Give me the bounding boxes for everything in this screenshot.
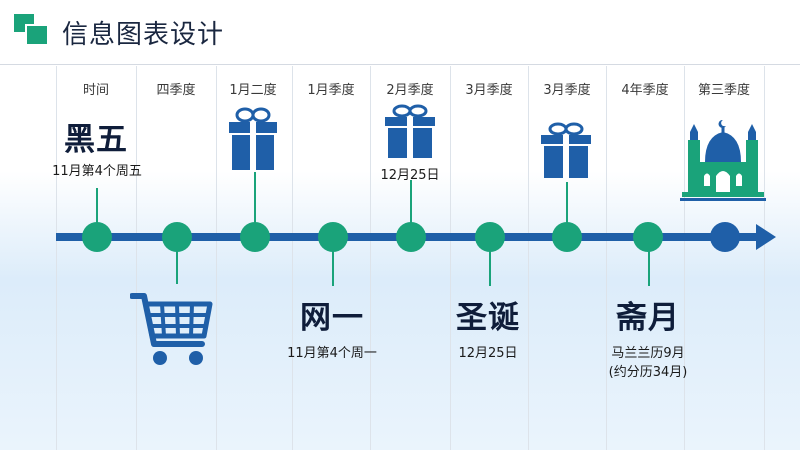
connector-stem xyxy=(176,250,178,284)
event-title-ramadan: 斋月 xyxy=(616,300,680,336)
timeline-end-node xyxy=(710,222,740,252)
connector-stem xyxy=(489,250,491,286)
column-header: 3月季度 xyxy=(465,83,513,98)
connector-stem xyxy=(566,182,568,224)
column-divider xyxy=(606,66,607,450)
timeline-arrowhead xyxy=(756,224,776,250)
column-header: 4年季度 xyxy=(621,83,669,98)
connector-stem xyxy=(410,180,412,224)
column-header: 3月季度 xyxy=(543,83,591,98)
gift-icon xyxy=(541,122,591,178)
column-divider xyxy=(684,66,685,450)
column-divider xyxy=(56,66,57,450)
column-header: 2月季度 xyxy=(386,83,434,98)
column-header: 第三季度 xyxy=(697,83,750,98)
column-divider xyxy=(136,66,137,450)
event-date-ramadan-line1: 马兰兰历9月 xyxy=(611,346,685,361)
timeline-node xyxy=(396,222,426,252)
column-divider xyxy=(450,66,451,450)
timeline-node xyxy=(240,222,270,252)
page-title: 信息图表设计 xyxy=(62,20,225,50)
header-divider xyxy=(0,64,800,65)
shopping-cart-icon xyxy=(130,293,213,365)
event-title-cyber-monday: 网一 xyxy=(300,300,364,336)
column-header: 1月二度 xyxy=(229,83,277,98)
connector-stem xyxy=(254,172,256,224)
connector-stem xyxy=(96,188,98,224)
event-date-christmas-top: 12月25日 xyxy=(380,168,440,183)
event-date-black-friday: 11月第4个周五 xyxy=(52,164,142,179)
timeline-node xyxy=(475,222,505,252)
event-title-black-friday: 黑五 xyxy=(64,122,128,158)
logo-icon xyxy=(14,14,49,46)
column-divider xyxy=(216,66,217,450)
event-date-ramadan-line2: (约分历34月) xyxy=(608,365,688,380)
timeline-node xyxy=(82,222,112,252)
timeline-node xyxy=(318,222,348,252)
timeline-node xyxy=(552,222,582,252)
event-title-christmas: 圣诞 xyxy=(456,300,520,336)
timeline-node xyxy=(162,222,192,252)
column-divider xyxy=(370,66,371,450)
column-divider xyxy=(764,66,765,450)
column-header: 四季度 xyxy=(156,83,196,98)
column-header: 时间 xyxy=(82,83,109,98)
column-divider xyxy=(528,66,529,450)
gift-icon xyxy=(229,107,277,170)
mosque-icon xyxy=(680,119,766,201)
timeline-node xyxy=(633,222,663,252)
event-date-christmas: 12月25日 xyxy=(458,346,518,361)
connector-stem xyxy=(648,250,650,286)
event-date-cyber-monday: 11月第4个周一 xyxy=(287,346,377,361)
column-divider xyxy=(292,66,293,450)
gift-icon xyxy=(385,104,435,158)
column-header: 1月季度 xyxy=(307,83,355,98)
connector-stem xyxy=(332,250,334,286)
